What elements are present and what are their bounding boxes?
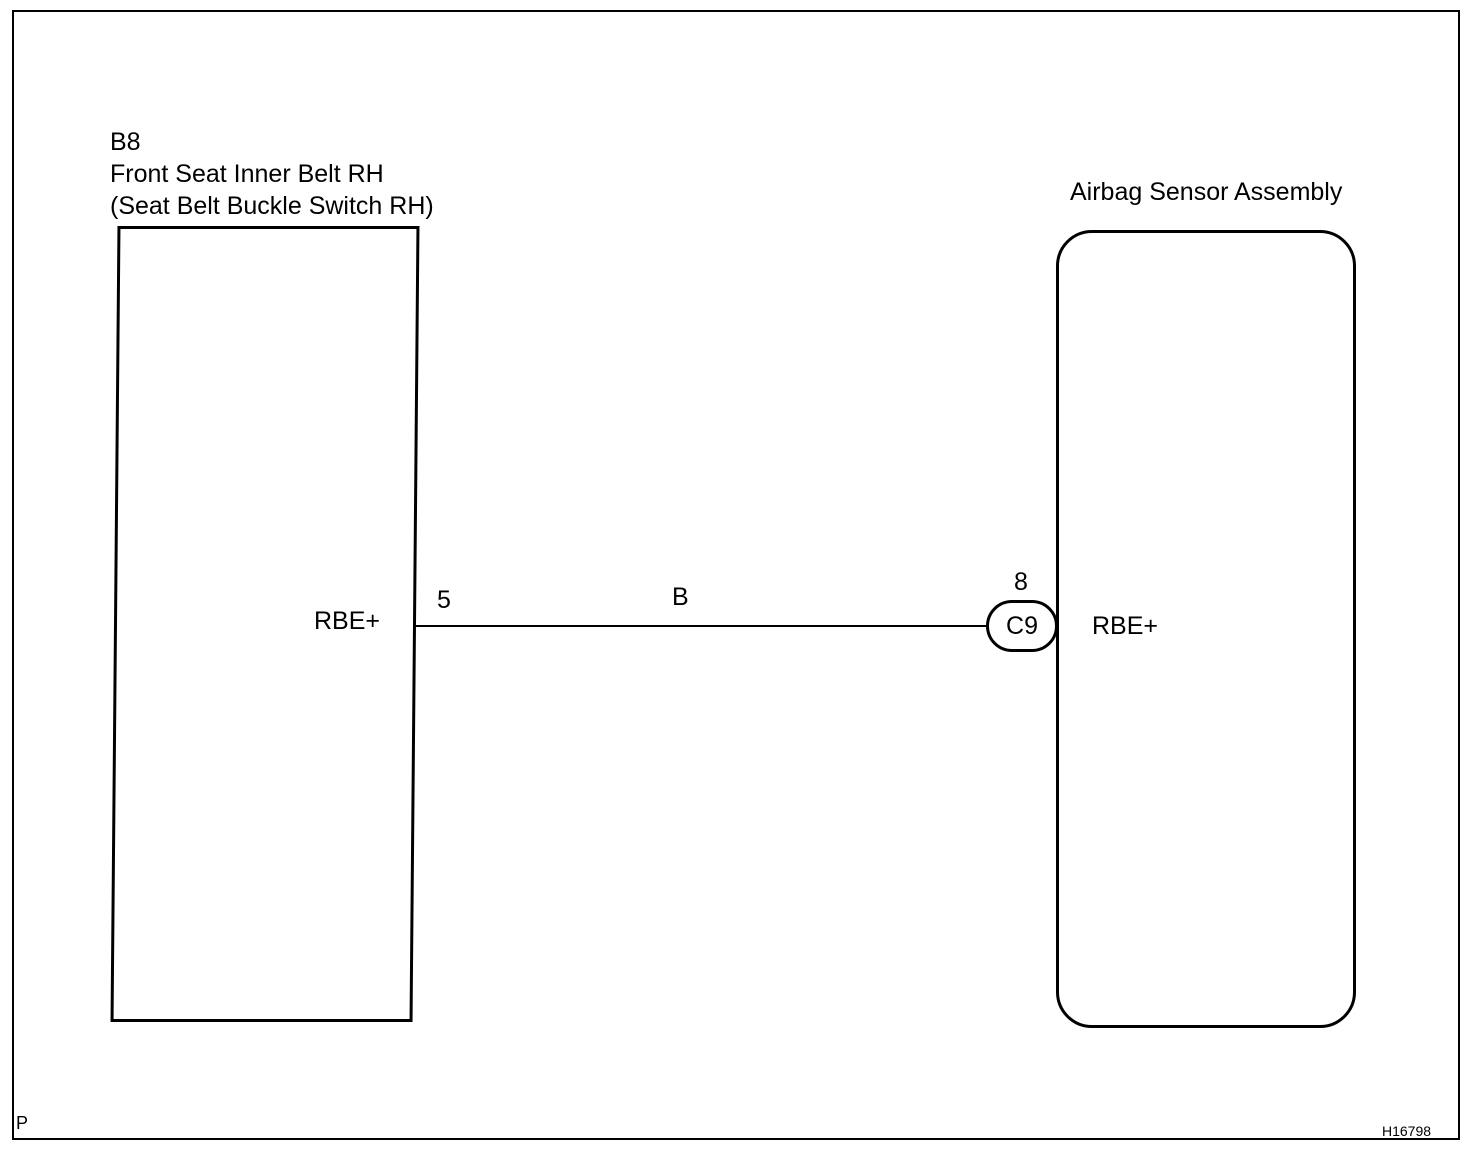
left-pin-number: 5 [437, 586, 451, 614]
diagram-frame [12, 10, 1460, 1140]
left-terminal-label: RBE+ [314, 607, 381, 635]
corner-mark: P [16, 1113, 29, 1133]
right-terminal-label: RBE+ [1092, 612, 1159, 640]
wire-line [414, 625, 988, 627]
left-component-subname: (Seat Belt Buckle Switch RH) [110, 192, 434, 220]
left-component-id: B8 [110, 128, 141, 156]
connector-c9: C9 [986, 600, 1058, 652]
wire-color-code: B [672, 583, 689, 611]
left-component-name: Front Seat Inner Belt RH [110, 160, 384, 188]
right-component-name: Airbag Sensor Assembly [1070, 178, 1343, 206]
figure-id: H16798 [1382, 1123, 1432, 1139]
connector-label: C9 [1006, 611, 1038, 640]
right-pin-number: 8 [1014, 568, 1028, 596]
